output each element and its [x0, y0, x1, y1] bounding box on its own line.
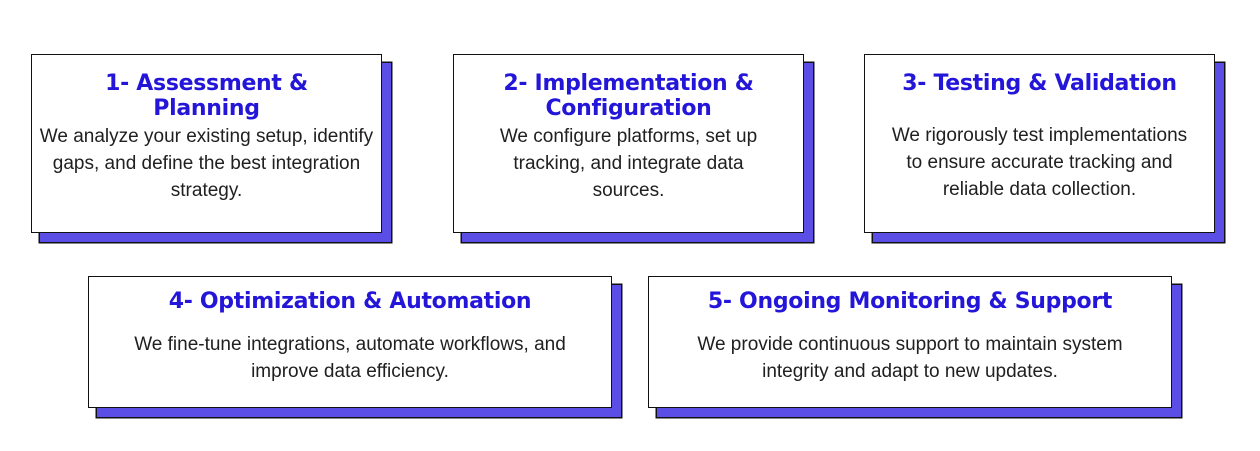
step-card-implementation: 2- Implementation & Configuration We con… — [453, 54, 804, 233]
step-card-assessment: 1- Assessment & Planning We analyze your… — [31, 54, 382, 233]
step-card-optimization: 4- Optimization & Automation We fine-tun… — [88, 276, 612, 408]
step-description: We rigorously test implementations to en… — [891, 125, 1188, 200]
step-title: 1- Assessment & Planning — [105, 71, 308, 121]
step-title: 2- Implementation & Configuration — [503, 71, 754, 121]
step-card-testing: 3- Testing & Validation We rigorously te… — [864, 54, 1215, 233]
step-description: We fine-tune integrations, automate work… — [134, 334, 566, 382]
step-card-monitoring: 5- Ongoing Monitoring & Support We provi… — [648, 276, 1172, 408]
step-title: 5- Ongoing Monitoring & Support — [707, 289, 1113, 314]
step-title: 3- Testing & Validation — [902, 71, 1177, 96]
step-title: 4- Optimization & Automation — [168, 289, 532, 314]
step-description: We configure platforms, set up tracking,… — [499, 126, 758, 201]
step-description: We provide continuous support to maintai… — [697, 334, 1123, 382]
step-description: We analyze your existing setup, identify… — [39, 126, 374, 201]
